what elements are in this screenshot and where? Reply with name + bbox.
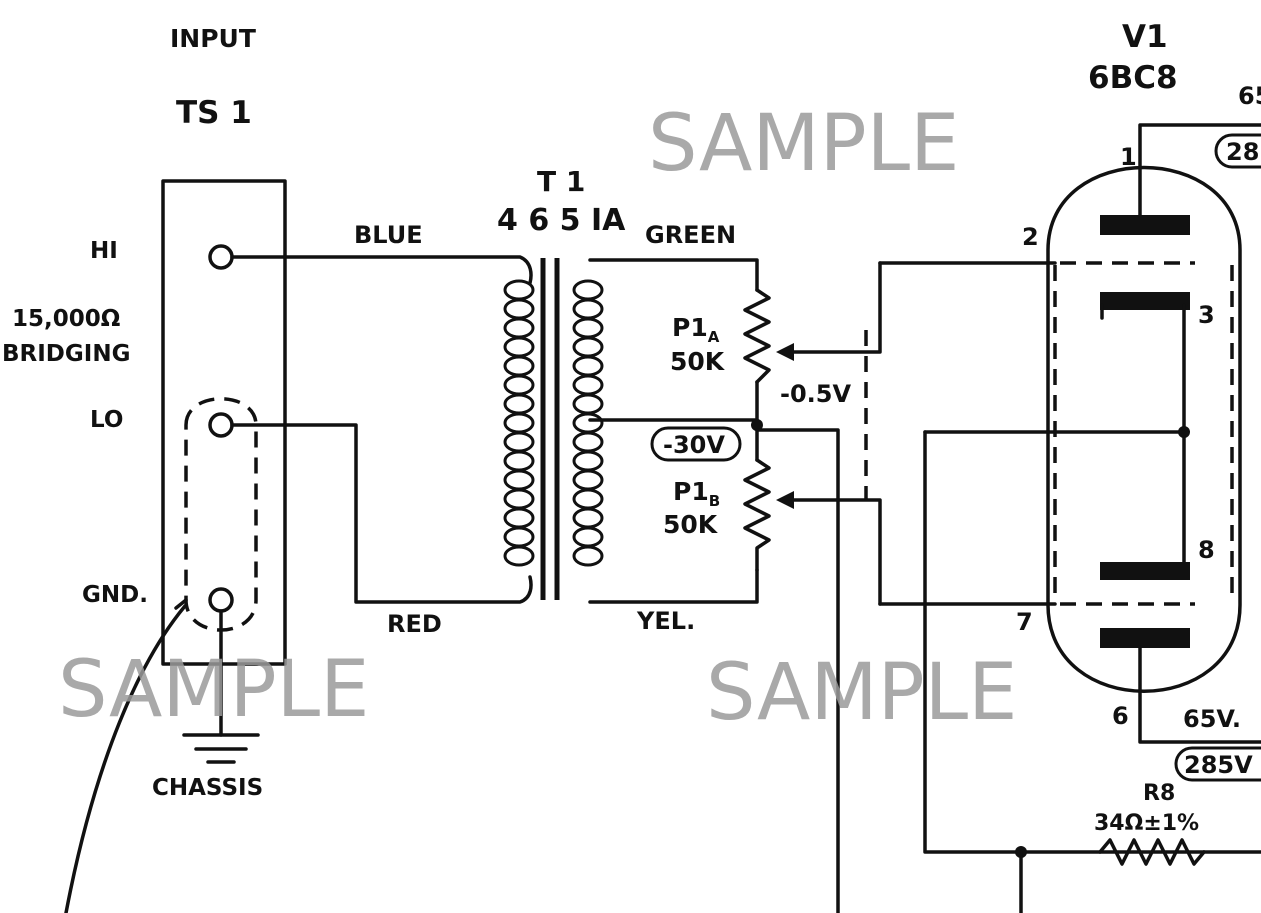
wire-yellow-label: YEL.: [636, 607, 695, 635]
secondary-coil-turn: [572, 412, 604, 434]
primary-coil-turn: [503, 507, 535, 529]
primary-coil-turn: [503, 298, 535, 320]
pin-6-label: 6: [1112, 702, 1129, 730]
resistor-r8-ref: R8: [1143, 781, 1175, 806]
primary-coil-turn: [503, 317, 535, 339]
secondary-coil-turn: [572, 488, 604, 510]
bridging-label: BRIDGING: [2, 341, 130, 367]
secondary-coil-turn: [572, 469, 604, 491]
plate-voltage-box-value: 28: [1226, 138, 1259, 166]
p1a-ref: P1A: [672, 313, 720, 346]
tube-envelope: [1046, 165, 1242, 693]
watermark-bottom-right: SAMPLE: [706, 648, 1017, 738]
plate-1: [1100, 215, 1190, 235]
primary-coil-turn: [503, 393, 535, 415]
secondary-coil-turn: [572, 507, 604, 529]
input-title: INPUT: [170, 24, 256, 53]
gnd-label: GND.: [82, 582, 148, 608]
secondary-coil-turn: [572, 450, 604, 472]
secondary-coil-turn: [572, 374, 604, 396]
ct-voltage: -30V: [663, 431, 725, 459]
pin-2-label: 2: [1022, 223, 1039, 251]
secondary-coil-turn: [572, 431, 604, 453]
primary-coil-turn: [503, 412, 535, 434]
primary-coil-turn: [503, 488, 535, 510]
primary-coil-turn: [503, 336, 535, 358]
input-terminal-strip: [161, 179, 287, 666]
primary-coil-turn: [503, 526, 535, 548]
chassis-label: CHASSIS: [152, 775, 263, 801]
wire-red-label: RED: [387, 610, 442, 638]
primary-coil-turn: [503, 545, 535, 567]
secondary-coil-turn: [572, 355, 604, 377]
secondary-coil-turn: [572, 545, 604, 567]
input-wiring: [230, 255, 533, 604]
gnd-terminal: [208, 587, 234, 613]
secondary-coil-turn: [572, 279, 604, 301]
transformer-ref: T 1: [537, 165, 585, 198]
resistor-r8-value: 34Ω±1%: [1094, 811, 1199, 836]
hi-terminal: [208, 244, 234, 270]
primary-coil-turn: [503, 374, 535, 396]
cathode-voltage-box: [1174, 746, 1261, 782]
pin-7-label: 7: [1016, 608, 1033, 636]
secondary-wiring: [588, 258, 840, 913]
cathode-8: [1100, 562, 1190, 580]
cathode-3: [1100, 292, 1190, 310]
terminal-strip-label: TS 1: [176, 95, 252, 131]
p1b-ref: P1B: [673, 477, 720, 510]
wire-blue-label: BLUE: [354, 221, 423, 249]
tube-type: 6BC8: [1088, 60, 1178, 96]
lo-label: LO: [90, 407, 123, 433]
resistor-r8: [1098, 838, 1206, 866]
potentiometer-p1a: [743, 261, 882, 384]
shield-dashed-outline: [184, 397, 258, 632]
secondary-coil-turn: [572, 526, 604, 548]
pin-8-label: 8: [1198, 536, 1215, 564]
watermark-top: SAMPLE: [648, 99, 959, 189]
p1b-value: 50K: [663, 510, 719, 539]
cathode-voltage: 65V.: [1183, 705, 1241, 733]
tube-ref: V1: [1122, 19, 1168, 55]
ct-voltage-box: [650, 426, 742, 462]
transformer-part-number: 4 6 5 IA: [497, 203, 626, 238]
secondary-coil-turn: [572, 317, 604, 339]
secondary-coil-turn: [572, 336, 604, 358]
chassis-ground: [64, 598, 260, 913]
transformer-t1: [503, 258, 604, 600]
pin-3-label: 3: [1198, 301, 1215, 329]
watermark-bottom-left: SAMPLE: [58, 645, 369, 735]
hi-label: HI: [90, 238, 118, 264]
plate-voltage-partial: 65: [1238, 82, 1261, 110]
primary-coil-turn: [503, 431, 535, 453]
p1a-value: 50K: [670, 347, 726, 376]
plate-6: [1100, 628, 1190, 648]
pin-1-label: 1: [1120, 143, 1137, 171]
secondary-coil-turn: [572, 298, 604, 320]
lo-terminal: [208, 412, 234, 438]
plate-voltage-box: [1214, 133, 1261, 169]
ground-lead-wire: [64, 604, 187, 913]
primary-coil-turn: [503, 469, 535, 491]
primary-coil-turn: [503, 279, 535, 301]
wire-green-label: GREEN: [645, 221, 736, 249]
grid-bias-voltage: -0.5V: [780, 380, 851, 408]
cathode-voltage-box-value: 285V: [1184, 751, 1253, 779]
primary-coil-turn: [503, 450, 535, 472]
impedance-label: 15,000Ω: [12, 306, 120, 332]
vacuum-tube-v1: [923, 123, 1261, 913]
primary-coil-turn: [503, 355, 535, 377]
secondary-coil-turn: [572, 393, 604, 415]
potentiometer-p1b: [743, 458, 882, 606]
